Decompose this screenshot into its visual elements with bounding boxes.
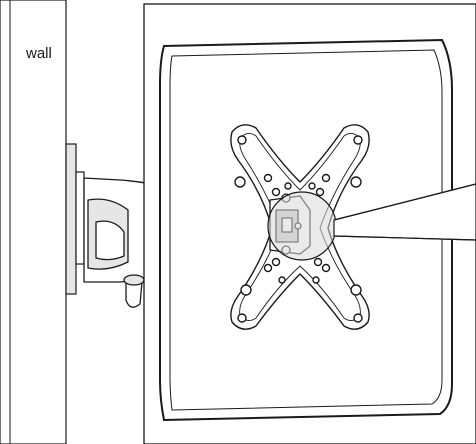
vesa-hole — [321, 173, 331, 183]
arm-hook — [125, 278, 143, 308]
vesa-hole — [271, 257, 281, 267]
arm-rear-highlight — [95, 220, 125, 261]
wall-plate-body — [65, 143, 77, 295]
vesa-hole — [278, 276, 286, 284]
vesa-hole — [240, 284, 252, 296]
vesa-hole — [234, 176, 246, 188]
zoom-callout-line-bottom — [333, 235, 476, 241]
vesa-hole — [353, 313, 363, 323]
zoom-callout — [267, 183, 476, 261]
wall-plate — [65, 143, 85, 295]
wall-plate-inner — [75, 171, 85, 265]
vesa-hole — [353, 135, 363, 145]
vesa-hole — [321, 263, 331, 273]
wall-label: wall — [25, 45, 52, 62]
vesa-hole — [263, 173, 273, 183]
wall: wall — [0, 0, 67, 444]
zoom-callout-line-top — [333, 183, 476, 221]
vesa-hole — [263, 263, 273, 273]
vesa-hole — [271, 187, 281, 197]
vesa-hole — [350, 284, 362, 296]
zoom-circle — [267, 191, 337, 261]
monitor-back-panel-inset — [169, 49, 443, 411]
vesa-hole — [313, 257, 323, 267]
vesa-hole — [350, 176, 362, 188]
vesa-hole — [312, 276, 320, 284]
vesa-hole — [237, 135, 247, 145]
vesa-hole — [315, 187, 325, 197]
vesa-hole — [308, 182, 316, 190]
vesa-hole — [237, 313, 247, 323]
vesa-hole — [284, 182, 292, 190]
arm-knob — [123, 274, 145, 286]
vesa-holes — [234, 135, 363, 323]
